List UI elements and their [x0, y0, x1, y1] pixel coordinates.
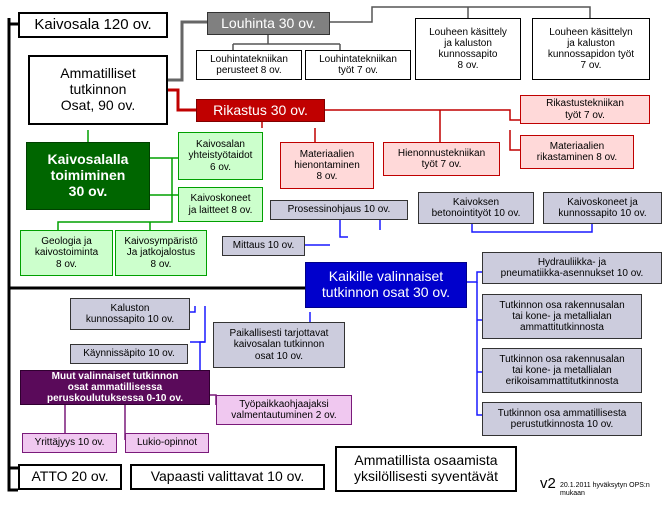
mat-hienontaminen-box: Materiaalien hienontaminen 8 ov. — [280, 142, 374, 189]
lukio-box: Lukio-opinnot — [125, 433, 209, 453]
kaynnissapito-box: Käynnissäpito 10 ov. — [70, 344, 188, 364]
tyopaikka-box: Työpaikkaohjaajaksi valmentautuminen 2 o… — [216, 395, 352, 425]
kaivosymparisto-box: Kaivosympäristö Ja jatkojalostus 8 ov. — [115, 230, 207, 276]
vapaasti-box: Vapaasti valittavat 10 ov. — [130, 464, 325, 490]
kaivosala-box: Kaivosala 120 ov. — [18, 12, 168, 38]
rak-ammattitutkinnosta-box: Tutkinnon osa rakennusalan tai kone- ja … — [482, 294, 642, 339]
ammatilliset-box: Ammatilliset tutkinnon Osat, 90 ov. — [28, 55, 168, 125]
geologia-box: Geologia ja kaivostoiminta 8 ov. — [20, 230, 113, 276]
louhinta-tyot-box: Louhintatekniikan työt 7 ov. — [305, 50, 411, 80]
rikastus-tyot-box: Rikastustekniikan työt 7 ov. — [520, 95, 650, 124]
louheen-kasittely-box: Louheen käsittely ja kaluston kunnossapi… — [415, 18, 521, 80]
muut-valinnaiset-box: Muut valinnaiset tutkinnon osat ammatill… — [20, 370, 210, 405]
version-note: v2 20.1.2011 hyväksytyn OPS:n mukaan — [540, 473, 666, 507]
atto-box: ATTO 20 ov. — [18, 464, 122, 490]
louhinta-box: Louhinta 30 ov. — [207, 12, 330, 35]
syventavat-box: Ammatillista osaamista yksilöllisesti sy… — [335, 446, 517, 492]
hienonnus-box: Hienonnustekniikan työt 7 ov. — [383, 142, 500, 176]
rikastus-box: Rikastus 30 ov. — [196, 99, 325, 122]
louhinta-perusteet-box: Louhintatekniikan perusteet 8 ov. — [196, 50, 302, 80]
kaivoskoneet-laitteet-box: Kaivoskoneet ja laitteet 8 ov. — [178, 187, 263, 222]
rak-erikois-box: Tutkinnon osa rakennusalan tai kone- ja … — [482, 348, 642, 393]
yhteistyotaidot-box: Kaivosalan yhteistyötaidot 6 ov. — [178, 132, 263, 180]
version-label: v2 — [540, 475, 556, 492]
kaivoskoneet-kunnossapito-box: Kaivoskoneet ja kunnossapito 10 ov. — [543, 192, 662, 224]
betonointi-box: Kaivoksen betonointityöt 10 ov. — [418, 192, 534, 224]
kaivosalalla-box: Kaivosalalla toimiminen 30 ov. — [26, 142, 150, 210]
paikallisesti-box: Paikallisesti tarjottavat kaivosalan tut… — [213, 322, 345, 368]
yrittajyys-box: Yrittäjyys 10 ov. — [22, 433, 117, 453]
prosessinohjaus-box: Prosessinohjaus 10 ov. — [270, 200, 408, 220]
mat-rikastaminen-box: Materiaalien rikastaminen 8 ov. — [520, 135, 634, 169]
kaluston-kunnossapito-box: Kaluston kunnossapito 10 ov. — [70, 298, 190, 330]
mittaus-box: Mittaus 10 ov. — [222, 236, 305, 256]
louheen-kasittelyn-box: Louheen käsittelyn ja kaluston kunnossap… — [532, 18, 650, 80]
kaikille-box: Kaikille valinnaiset tutkinnon osat 30 o… — [305, 262, 467, 308]
hydrauliikka-box: Hydrauliikka- ja pneumatiikka-asennukset… — [482, 252, 662, 284]
version-detail: 20.1.2011 hyväksytyn OPS:n mukaan — [560, 482, 650, 498]
perustutkinnosta-box: Tutkinnon osa ammatillisesta perustutkin… — [482, 402, 642, 436]
